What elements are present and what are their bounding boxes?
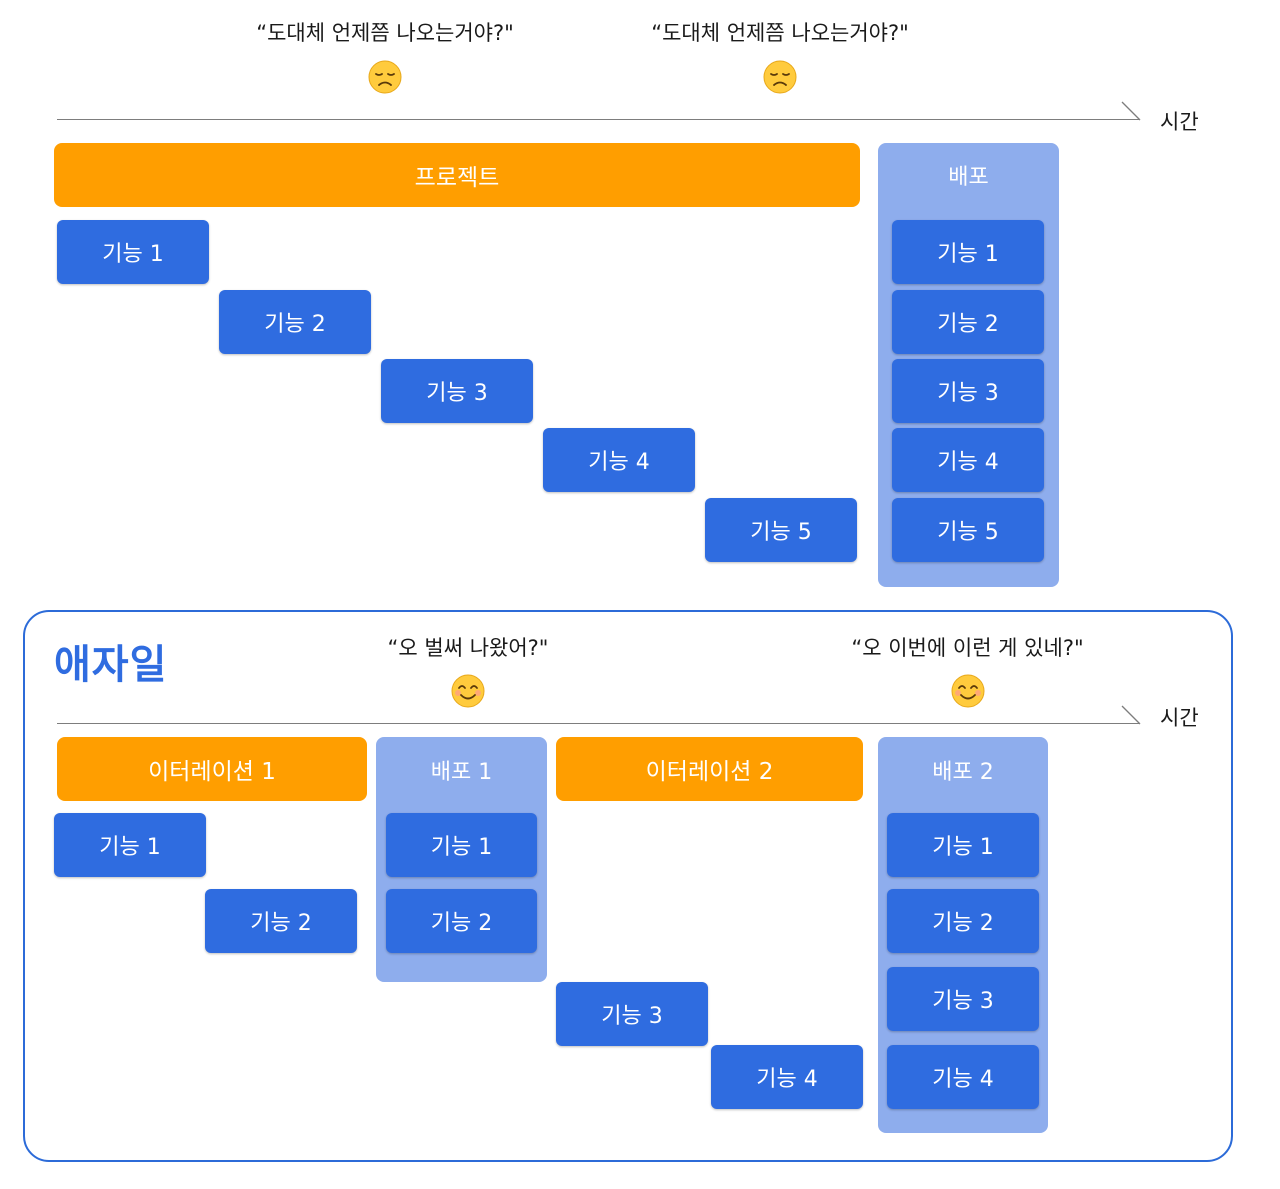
agile-quote-right: “오 이번에 이런 게 있네?" [851, 636, 1084, 660]
project-bar: 프로젝트 [54, 143, 860, 207]
agile-section [23, 610, 1233, 1162]
deploy-2-feature-2: 기능 2 [887, 889, 1039, 953]
agile-feature-1: 기능 1 [54, 813, 206, 877]
deploy-feature-3: 기능 3 [892, 359, 1044, 423]
timeline-axis [57, 119, 1140, 120]
agile-feature-3: 기능 3 [556, 982, 708, 1046]
deploy-feature-2: 기능 2 [892, 290, 1044, 354]
feature-block-2: 기능 2 [219, 290, 371, 354]
deploy-title: 배포 [948, 165, 989, 190]
agile-title: 애자일 [54, 642, 168, 688]
time-label: 시간 [1160, 110, 1199, 134]
feature-block-1: 기능 1 [57, 220, 209, 284]
deploy-feature-4: 기능 4 [892, 428, 1044, 492]
iteration-1-label: 이터레이션 1 [148, 759, 276, 785]
agile-timeline-axis [57, 723, 1140, 724]
disappointed-face-icon [368, 60, 402, 94]
smiling-face-icon [951, 674, 985, 708]
deploy-feature-5: 기능 5 [892, 498, 1044, 562]
deploy-2-feature-3: 기능 3 [887, 967, 1039, 1031]
feature-block-3: 기능 3 [381, 359, 533, 423]
deploy-1-feature-1: 기능 1 [386, 813, 537, 877]
agile-quote-left: “오 벌써 나왔어?" [387, 636, 549, 660]
deploy-feature-1: 기능 1 [892, 220, 1044, 284]
deploy-1-feature-2: 기능 2 [386, 889, 537, 953]
smiling-face-icon [451, 674, 485, 708]
iteration-2-bar: 이터레이션 2 [556, 737, 863, 801]
project-label: 프로젝트 [414, 165, 500, 191]
agile-time-label: 시간 [1160, 706, 1199, 730]
deploy-2-feature-4: 기능 4 [887, 1045, 1039, 1109]
deploy-1-title: 배포 1 [430, 760, 493, 785]
timeline-arrow-icon [1121, 705, 1141, 725]
deploy-2-title: 배포 2 [932, 760, 994, 785]
iteration-1-bar: 이터레이션 1 [57, 737, 367, 801]
deploy-2-feature-1: 기능 1 [887, 813, 1039, 877]
iteration-2-label: 이터레이션 2 [645, 759, 774, 785]
feature-block-5: 기능 5 [705, 498, 857, 562]
waterfall-quote-right: “도대체 언제쯤 나오는거야?" [651, 21, 909, 45]
agile-feature-2: 기능 2 [205, 889, 357, 953]
feature-block-4: 기능 4 [543, 428, 695, 492]
timeline-arrow-icon [1121, 101, 1141, 121]
waterfall-quote-left: “도대체 언제쯤 나오는거야?" [256, 21, 514, 45]
disappointed-face-icon [763, 60, 797, 94]
agile-feature-4: 기능 4 [711, 1045, 863, 1109]
